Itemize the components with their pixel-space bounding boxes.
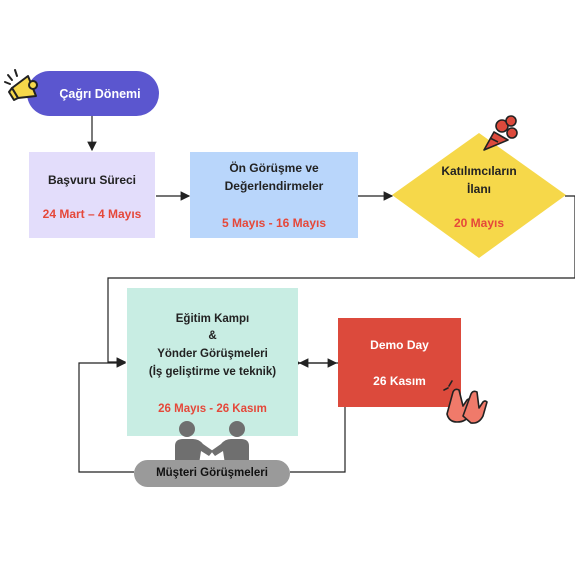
announcement-date: 20 Mayıs	[453, 216, 505, 230]
application-node: Başvuru Süreci 24 Mart – 4 Mayıs	[29, 152, 155, 238]
handshake-icon	[175, 421, 249, 464]
application-title: Başvuru Süreci	[47, 173, 137, 187]
preinterview-node: Ön Görüşme ve Değerlendirmeler 5 Mayıs -…	[190, 152, 358, 238]
bootcamp-node: Eğitim Kampı & Yönder Görüşmeleri (İş ge…	[127, 288, 298, 436]
customer-meetings-node: Müşteri Görüşmeleri	[134, 460, 290, 487]
announcement-diamond	[392, 133, 566, 258]
connector-customer-loop-right	[290, 358, 346, 473]
connector-announcement-to-bootcamp	[107, 195, 575, 367]
bouquet-icon	[483, 115, 518, 151]
call-period-label: Çağrı Dönemi	[59, 87, 141, 101]
demoday-title: Demo Day	[370, 338, 429, 352]
bootcamp-date: 26 Mayıs - 26 Kasım	[158, 403, 267, 415]
application-date: 24 Mart – 4 Mayıs	[42, 207, 142, 221]
preinterview-date: 5 Mayıs - 16 Mayıs	[221, 216, 327, 230]
connector-customer-loop-left	[78, 358, 134, 473]
call-period-node: Çağrı Dönemi	[27, 71, 159, 116]
bootcamp-line1: Eğitim Kampı	[175, 313, 250, 325]
preinterview-title-line1: Ön Görüşme ve	[229, 161, 319, 175]
announcement-title-line1: Katılımcıların	[441, 164, 517, 178]
customer-meetings-label: Müşteri Görüşmeleri	[156, 467, 268, 479]
bootcamp-line4: (İş geliştirme ve teknik)	[148, 366, 277, 378]
clapping-hands-icon	[443, 380, 488, 424]
bootcamp-line3: Yönder Görüşmeleri	[157, 348, 268, 360]
demoday-date: 26 Kasım	[373, 374, 426, 388]
demoday-node: Demo Day 26 Kasım	[338, 318, 461, 407]
announcement-title-line2: İlanı	[466, 182, 491, 196]
preinterview-title-line2: Değerlendirmeler	[224, 179, 324, 193]
bootcamp-line2: &	[208, 330, 217, 342]
megaphone-icon	[4, 69, 38, 101]
